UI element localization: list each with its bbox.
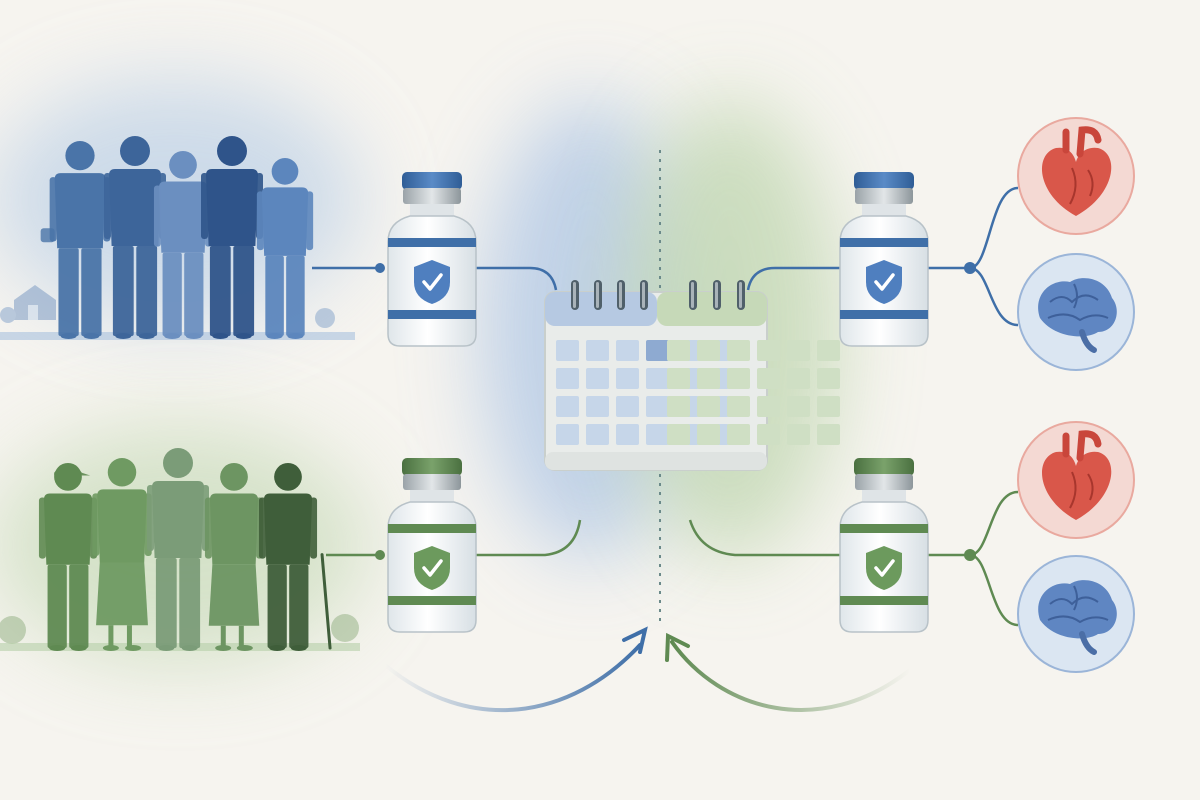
calendar-ring (713, 280, 721, 310)
person-figure (104, 136, 166, 339)
calendar-ring (640, 280, 648, 310)
heart-icon (1017, 421, 1135, 539)
calendar-day-cell (727, 396, 750, 417)
calendar-rings (571, 280, 745, 310)
calendar-day-cell (817, 368, 840, 389)
vials-group (387, 172, 929, 633)
calendar-day-cell (646, 368, 669, 389)
vaccine-vial (839, 458, 929, 633)
calendar-day-cell (586, 340, 609, 361)
branch-green-heart (969, 490, 1019, 557)
calendar-day-cell (757, 424, 780, 445)
calendar-day-cell (757, 396, 780, 417)
calendar-day-cell (697, 396, 720, 417)
blue-cohort-group (0, 136, 355, 340)
calendar-day-cell (586, 424, 609, 445)
calendar-day-cell (646, 424, 669, 445)
person-figure (256, 158, 314, 339)
connector-blue-vial-calendar (466, 266, 558, 291)
brain-icon (1017, 555, 1135, 673)
calendar-ring (571, 280, 579, 310)
person-figure (38, 463, 98, 651)
heart-icon (1017, 117, 1135, 235)
person-figure (204, 463, 264, 651)
connector-green-calendar-vial (688, 519, 846, 557)
calendar-day-cell (817, 340, 840, 361)
calendar-ring (737, 280, 745, 310)
calendar-day-cell (616, 368, 639, 389)
node-dot (375, 263, 385, 273)
arrow-head-green (665, 632, 690, 662)
connectors (312, 186, 1019, 627)
calendar-day-cell (556, 396, 579, 417)
calendar-day-cell (646, 340, 669, 361)
person-figure (258, 463, 332, 651)
calendar-day-cell (667, 396, 690, 417)
calendar-day-cell (697, 340, 720, 361)
calendar-day-cell (586, 368, 609, 389)
arrow-green-to-divider (670, 640, 912, 712)
calendar-day-cell (616, 424, 639, 445)
calendar-day-cell (556, 424, 579, 445)
calendar-day-cell (817, 424, 840, 445)
vaccine-vial (387, 172, 477, 347)
green-cohort-group (0, 448, 360, 651)
calendar-day-cell (787, 396, 810, 417)
branch-blue-heart (969, 186, 1019, 270)
calendar-ring (689, 280, 697, 310)
calendar-day-cell (817, 396, 840, 417)
calendar-day-cell (727, 340, 750, 361)
branch-blue-brain (969, 266, 1019, 327)
calendar-day-cell (616, 340, 639, 361)
vaccine-vial (387, 458, 477, 633)
brain-icon (1017, 253, 1135, 371)
calendar-ring (617, 280, 625, 310)
person-figure (147, 448, 209, 651)
calendar-day-cell (787, 368, 810, 389)
calendar-grid (556, 340, 840, 445)
arrow-blue-to-divider (383, 643, 642, 713)
branch-green-brain (969, 553, 1019, 627)
shield-check-icon (866, 546, 902, 590)
shield-check-icon (414, 260, 450, 304)
shield-check-icon (414, 546, 450, 590)
calendar-day-cell (556, 340, 579, 361)
house-icon (0, 285, 335, 328)
calendar-day-cell (697, 424, 720, 445)
person-figure (92, 458, 152, 651)
arrow-head-blue (622, 626, 648, 654)
calendar-day-cell (556, 368, 579, 389)
curved-arrows (383, 626, 912, 713)
calendar-day-cell (757, 368, 780, 389)
calendar-day-cell (646, 396, 669, 417)
calendar-day-cell (757, 340, 780, 361)
calendar-day-cell (697, 368, 720, 389)
calendar-day-cell (667, 340, 690, 361)
calendar-day-cell (727, 368, 750, 389)
connector-blue-calendar-vial (746, 266, 846, 291)
calendar-day-cell (727, 424, 750, 445)
calendar-day-cell (787, 340, 810, 361)
calendar-day-cell (667, 368, 690, 389)
bushes (0, 614, 359, 644)
calendar-day-cell (586, 396, 609, 417)
shield-check-icon (866, 260, 902, 304)
calendar-ring (594, 280, 602, 310)
connector-green-vial-calendar (466, 519, 582, 557)
vaccine-vial (839, 172, 929, 347)
calendar-day-cell (616, 396, 639, 417)
node-dot (375, 550, 385, 560)
calendar-day-cell (667, 424, 690, 445)
outcomes-group (1017, 117, 1135, 673)
calendar-icon (544, 280, 840, 471)
calendar-day-cell (787, 424, 810, 445)
